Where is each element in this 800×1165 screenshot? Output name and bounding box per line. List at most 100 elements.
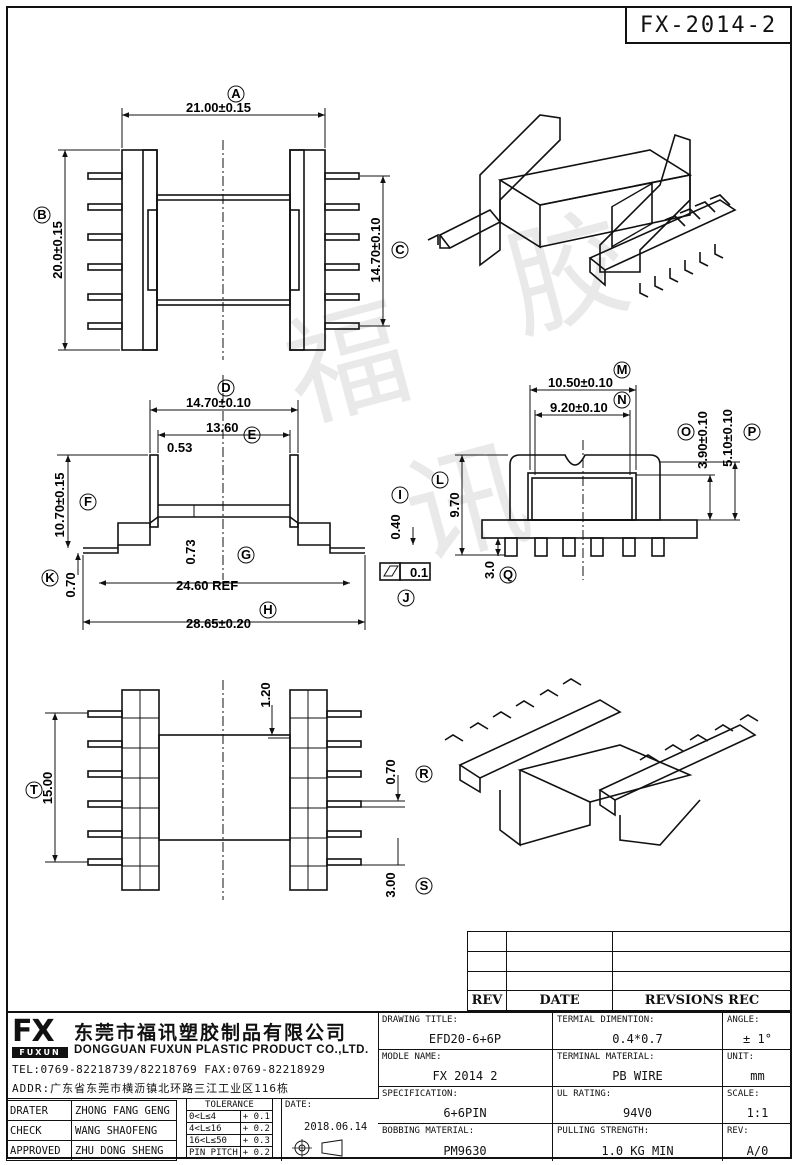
- terminal-dimension-cell: TERMIAL DIMENTION: 0.4*0.7: [553, 1013, 723, 1050]
- company-name-en: DONGGUAN FUXUN PLASTIC PRODUCT CO.,LTD.: [74, 1044, 369, 1056]
- dim-J-label: J: [402, 590, 409, 605]
- dim-K-value: 0.70: [63, 572, 78, 597]
- dim-T-value: 15.00: [40, 772, 55, 805]
- drawing-title: EFD20-6+6P: [428, 1032, 502, 1046]
- company-logo: FX FUXUN: [12, 1017, 68, 1058]
- dim-O-value: 3.90±0.10: [695, 411, 710, 469]
- specification-cell: SPECIFICATION: 6+6PIN: [378, 1087, 553, 1124]
- dim-P-label: P: [748, 424, 757, 439]
- side-view-labels: 14.70±0.10 D 13.60 E 0.53 10.70±0.15 F 0…: [41, 379, 428, 631]
- dim-O-label: O: [681, 424, 691, 439]
- rev-header: REV: [467, 990, 507, 1011]
- bobbing-material: PM9630: [443, 1144, 487, 1158]
- dim-U-value: 1.20: [258, 682, 273, 707]
- dim-E-label: E: [248, 427, 257, 442]
- end-view-labels: 10.50±0.10 M 9.20±0.10 N 9.70 L 3.90±0.1…: [431, 361, 761, 584]
- dim-Q-value: 3.0: [482, 561, 497, 579]
- drafter-name: ZHONG FANG GENG: [71, 1100, 177, 1121]
- pulling-strength: 1.0 KG MIN: [601, 1144, 674, 1158]
- dim-L-label: L: [436, 472, 444, 487]
- pins-right: [324, 172, 360, 330]
- dim-I-label: I: [398, 487, 402, 502]
- title-block: FX FUXUN 东莞市福讯塑胶制品有限公司 DONGGUAN FUXUN PL…: [6, 1011, 792, 1161]
- dim-J-value: 0.1: [410, 565, 428, 580]
- revision-table: REV DATE REVSIONS REC: [467, 931, 792, 1011]
- dim-R-label: R: [419, 766, 429, 781]
- dim-S-label: S: [420, 878, 429, 893]
- rev-cell: REV: A/0: [723, 1124, 792, 1161]
- dim-M-label: M: [617, 362, 628, 377]
- bobbing-material-cell: BOBBING MATERIAL: PM9630: [378, 1124, 553, 1161]
- drawing-title-cell: DRAWING TITLE: EFD20-6+6P: [378, 1013, 553, 1050]
- dim-G-value: 0.73: [183, 539, 198, 564]
- approved-name: ZHU DONG SHENG: [71, 1140, 177, 1161]
- isometric-view-bottom: [444, 678, 759, 847]
- dim-D-label: D: [221, 380, 230, 395]
- ul-rating-cell: UL RATING: 94V0: [553, 1087, 723, 1124]
- approved-role: APPROVED: [6, 1140, 72, 1161]
- check-name: WANG SHAOFENG: [71, 1120, 177, 1141]
- side-view: [57, 375, 431, 630]
- drafter-role: DRATER: [6, 1100, 72, 1121]
- contact-info: TEL:0769-82218739/82218769 FAX:0769-8221…: [12, 1063, 326, 1076]
- model-name-cell: MODLE NAME: FX 2014 2: [378, 1050, 553, 1087]
- dim-E2-value: 0.53: [167, 440, 192, 455]
- dim-C-value: 14.70±0.10: [368, 218, 383, 283]
- dim-P-value: 5.10±0.10: [720, 409, 735, 467]
- dim-ref-value: 24.60 REF: [176, 578, 238, 593]
- dim-B-label: B: [37, 207, 46, 222]
- date-header: DATE: [506, 990, 613, 1011]
- revisions-header: REVSIONS REC: [612, 990, 792, 1011]
- signature-table: DRATER ZHONG FANG GENG CHECK WANG SHAOFE…: [6, 1100, 177, 1161]
- drawing-frame: [6, 6, 792, 1159]
- company-name-cn: 东莞市福讯塑胶制品有限公司: [74, 1022, 348, 1044]
- scale: 1:1: [746, 1106, 769, 1120]
- end-view: [455, 385, 740, 580]
- ul-rating: 94V0: [623, 1106, 652, 1120]
- dim-Q-label: Q: [503, 567, 513, 582]
- angle-cell: ANGLE: ± 1°: [723, 1013, 792, 1050]
- specification: 6+6PIN: [443, 1106, 487, 1120]
- tolerance-table: TOLERANCE 0<L≤4+ 0.1 4<L≤16+ 0.2 16<L≤50…: [186, 1098, 273, 1159]
- unit: mm: [750, 1069, 765, 1083]
- model-name: FX 2014 2: [432, 1069, 498, 1083]
- dim-E-value: 13.60: [206, 420, 239, 435]
- dim-N-value: 9.20±0.10: [550, 400, 608, 415]
- terminal-material-cell: TERMINAL MATERIAL: PB WIRE: [553, 1050, 723, 1087]
- bottom-view: [45, 680, 405, 900]
- date-cell: DATE: 2018.06.14: [281, 1099, 379, 1161]
- terminal-material: PB WIRE: [612, 1069, 663, 1083]
- dim-A-value: 21.00±0.15: [186, 100, 251, 115]
- check-role: CHECK: [6, 1120, 72, 1141]
- unit-cell: UNIT: mm: [723, 1050, 792, 1087]
- dim-F-value: 10.70±0.15: [52, 473, 67, 538]
- dim-G-label: G: [241, 547, 251, 562]
- dim-C-label: C: [395, 242, 405, 257]
- top-view-labels: 21.00±0.15 A 20.0±0.15 B 14.70±0.10 C: [33, 85, 409, 283]
- dim-K-label: K: [45, 570, 55, 585]
- pulling-strength-cell: PULLING STRENGTH: 1.0 KG MIN: [553, 1124, 723, 1161]
- svg-text:胶: 胶: [492, 193, 644, 358]
- scale-cell: SCALE: 1:1: [723, 1087, 792, 1124]
- address: ADDR:广东省东莞市横沥镇北环路三江工业区116栋: [12, 1082, 289, 1095]
- dim-D-value: 14.70±0.10: [186, 395, 251, 410]
- dim-F-label: F: [84, 494, 92, 509]
- company-info: FX FUXUN 东莞市福讯塑胶制品有限公司 DONGGUAN FUXUN PL…: [6, 1013, 379, 1099]
- angle: ± 1°: [743, 1032, 772, 1046]
- rev: A/0: [746, 1144, 769, 1158]
- terminal-dimension: 0.4*0.7: [612, 1032, 663, 1046]
- svg-text:福: 福: [272, 283, 424, 448]
- tolerance-title: TOLERANCE: [186, 1098, 273, 1111]
- top-view: [58, 108, 390, 360]
- dim-T-label: T: [30, 782, 38, 797]
- dim-N-label: N: [617, 392, 626, 407]
- dim-S-value: 3.00: [383, 872, 398, 897]
- dim-I-value: 0.40: [388, 514, 403, 539]
- dim-H-label: H: [263, 602, 272, 617]
- isometric-view-top: [427, 114, 737, 298]
- bottom-view-labels: 15.00 T 1.20 0.70 R 3.00 S: [25, 682, 433, 898]
- dim-A-label: A: [231, 86, 241, 101]
- dim-B-value: 20.0±0.15: [50, 221, 65, 279]
- dim-H-value: 28.65±0.20: [186, 616, 251, 631]
